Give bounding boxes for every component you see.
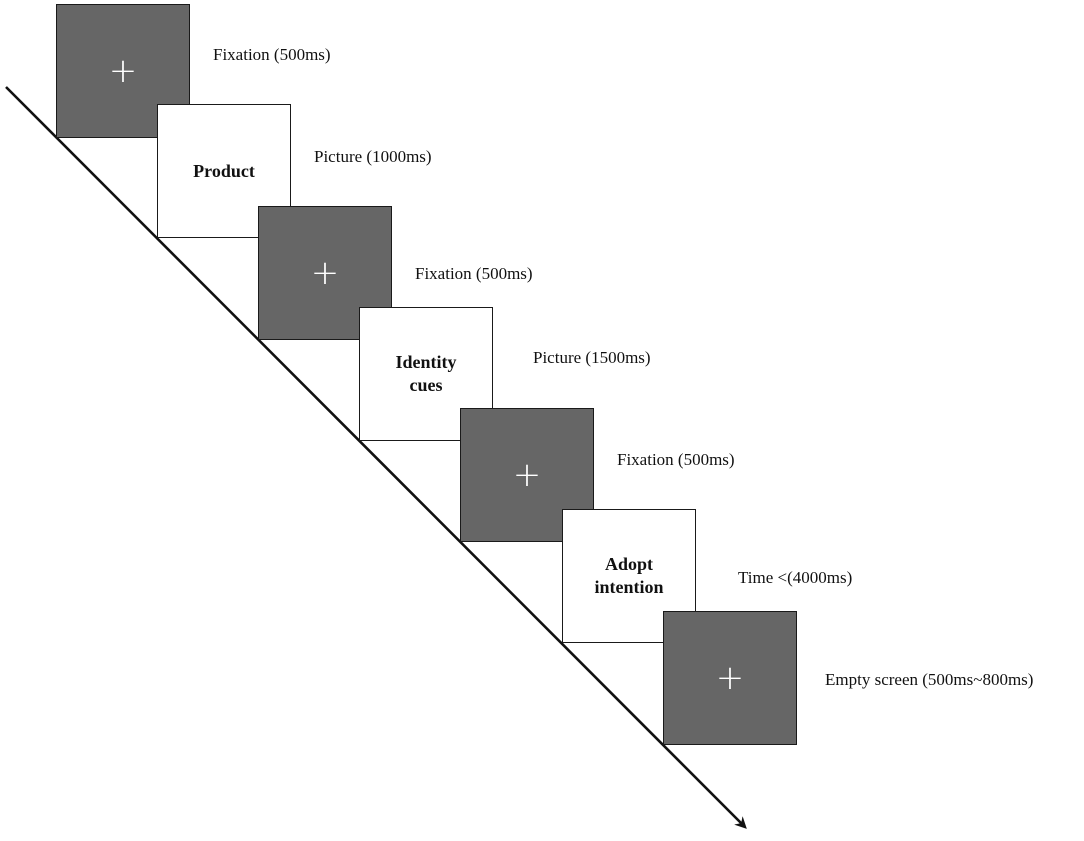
step-6-label: Time <(4000ms)	[738, 568, 853, 587]
step-6-stimulus-text: Adopt intention	[594, 554, 664, 597]
step-4-stimulus-text: Identity cues	[395, 352, 457, 395]
fixation-cross-icon: +	[108, 51, 138, 91]
step-7-empty-screen: +	[663, 611, 797, 745]
step-3-label: Fixation (500ms)	[415, 264, 533, 283]
step-4-label: Picture (1500ms)	[533, 348, 651, 367]
fixation-cross-icon: +	[310, 253, 340, 293]
step-1-label: Fixation (500ms)	[213, 45, 331, 64]
step-7-label: Empty screen (500ms~800ms)	[825, 670, 1034, 689]
step-5-label: Fixation (500ms)	[617, 450, 735, 469]
step-3-fixation-screen: +	[258, 206, 392, 340]
fixation-cross-icon: +	[512, 455, 542, 495]
fixation-cross-icon: +	[715, 658, 745, 698]
step-2-stimulus-text: Product	[193, 160, 255, 181]
timeline-arrow-line	[5, 86, 747, 829]
step-2-label: Picture (1000ms)	[314, 147, 432, 166]
